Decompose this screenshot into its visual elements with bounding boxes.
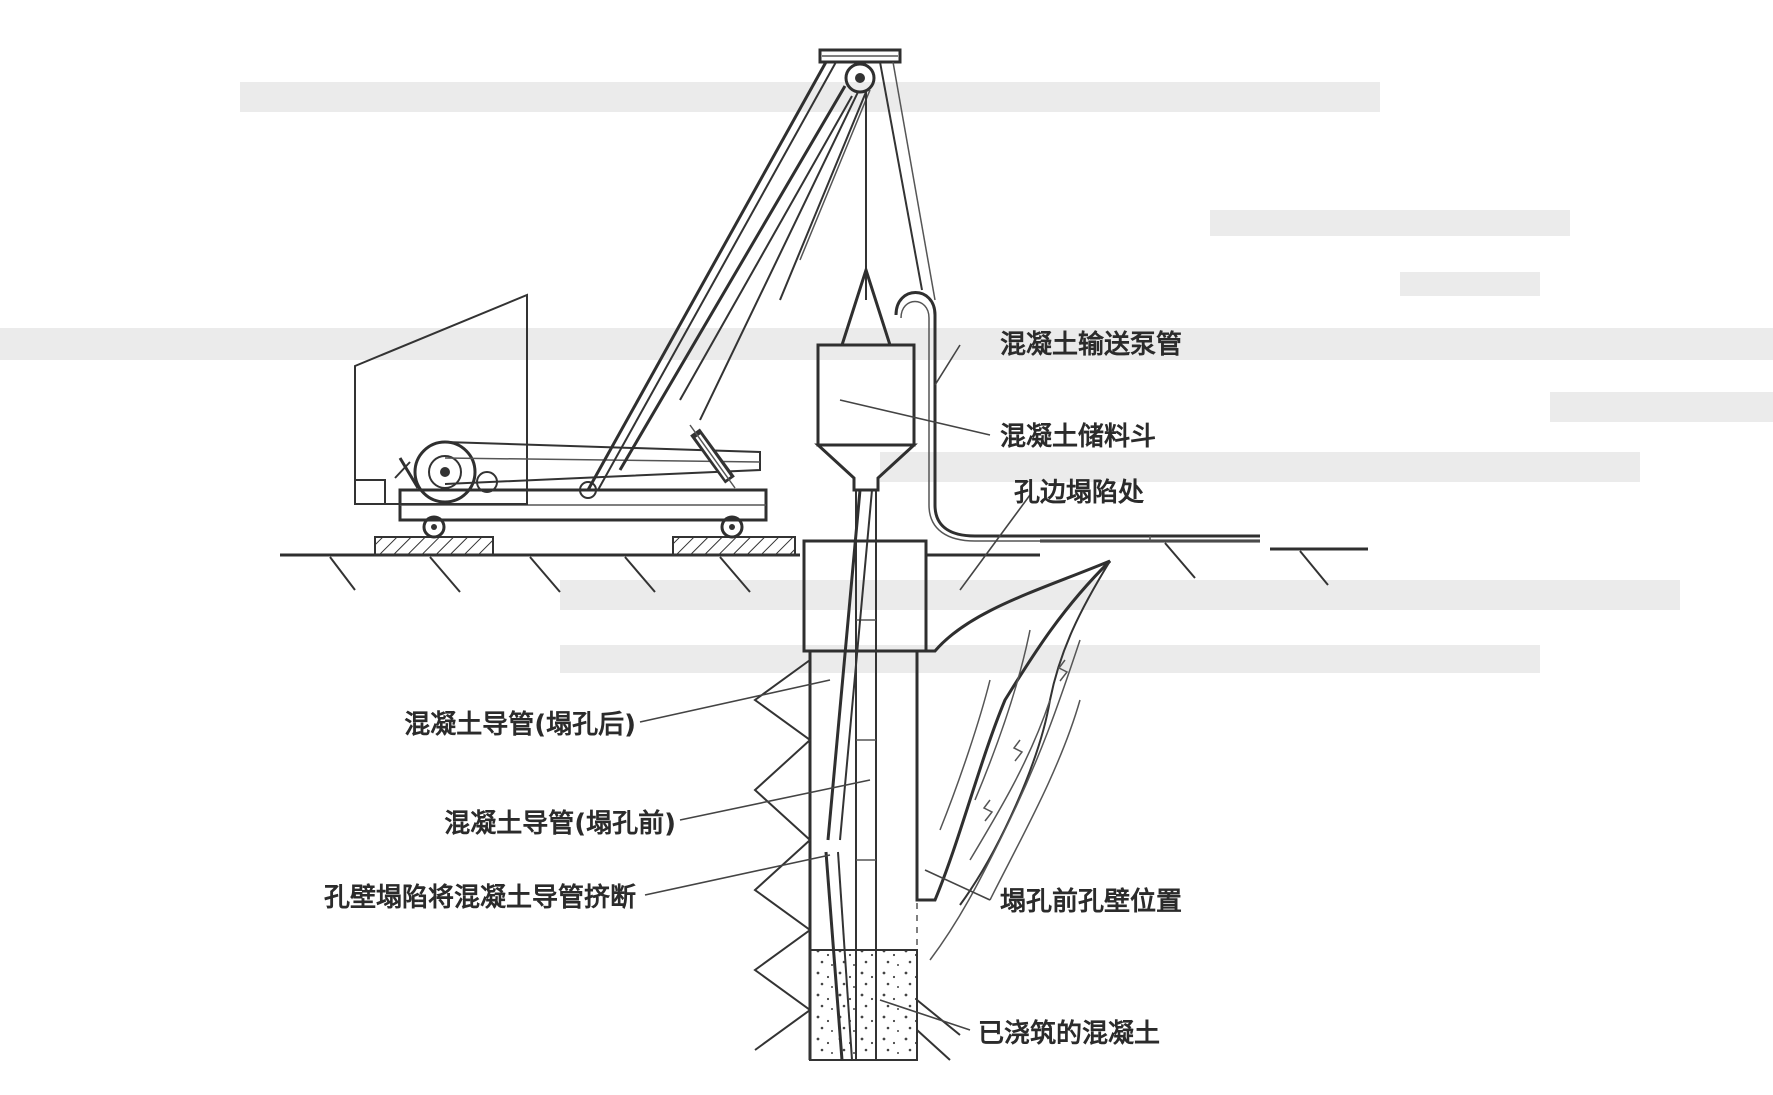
rig-wheel — [422, 515, 744, 539]
borehole-wall-right-original — [916, 651, 961, 1061]
borehole-wall-left — [753, 651, 812, 1060]
label-pump-pipe: 混凝土输送泵管 — [1000, 329, 1182, 360]
tremie-pipe-before — [855, 490, 877, 1060]
label-tremie-before: 混凝土导管(塌孔前) — [444, 808, 676, 839]
poured-concrete — [809, 949, 918, 1061]
collapse-zone — [915, 559, 1112, 961]
label-tremie-broken: 孔壁塌陷将混凝土导管挤断 — [324, 882, 636, 913]
drilling-rig — [354, 293, 768, 539]
label-wall-before: 塌孔前孔壁位置 — [1000, 886, 1182, 917]
rig-sleepers — [374, 536, 796, 556]
label-collapse-edge: 孔边塌陷处 — [1014, 478, 1144, 508]
concrete-pump-pipe — [894, 291, 1260, 542]
background-bleed — [0, 82, 1773, 673]
hydraulic-cylinder — [689, 424, 736, 489]
label-poured-concrete: 已浇筑的混凝土 — [978, 1018, 1160, 1049]
diagram-labels: 混凝土输送泵管 混凝土储料斗 孔边塌陷处 混凝土导管(塌孔后) 混凝土导管(塌孔… — [324, 329, 1182, 1049]
label-hopper: 混凝土储料斗 — [1000, 421, 1156, 452]
mast — [586, 48, 936, 491]
label-tremie-after: 混凝土导管(塌孔后) — [404, 710, 636, 740]
protective-casing — [802, 539, 928, 653]
tremie-pipe-after — [824, 489, 873, 1061]
winch-drum-icon — [394, 440, 498, 504]
leader-lines — [639, 344, 1031, 1031]
concrete-hopper — [814, 265, 918, 492]
